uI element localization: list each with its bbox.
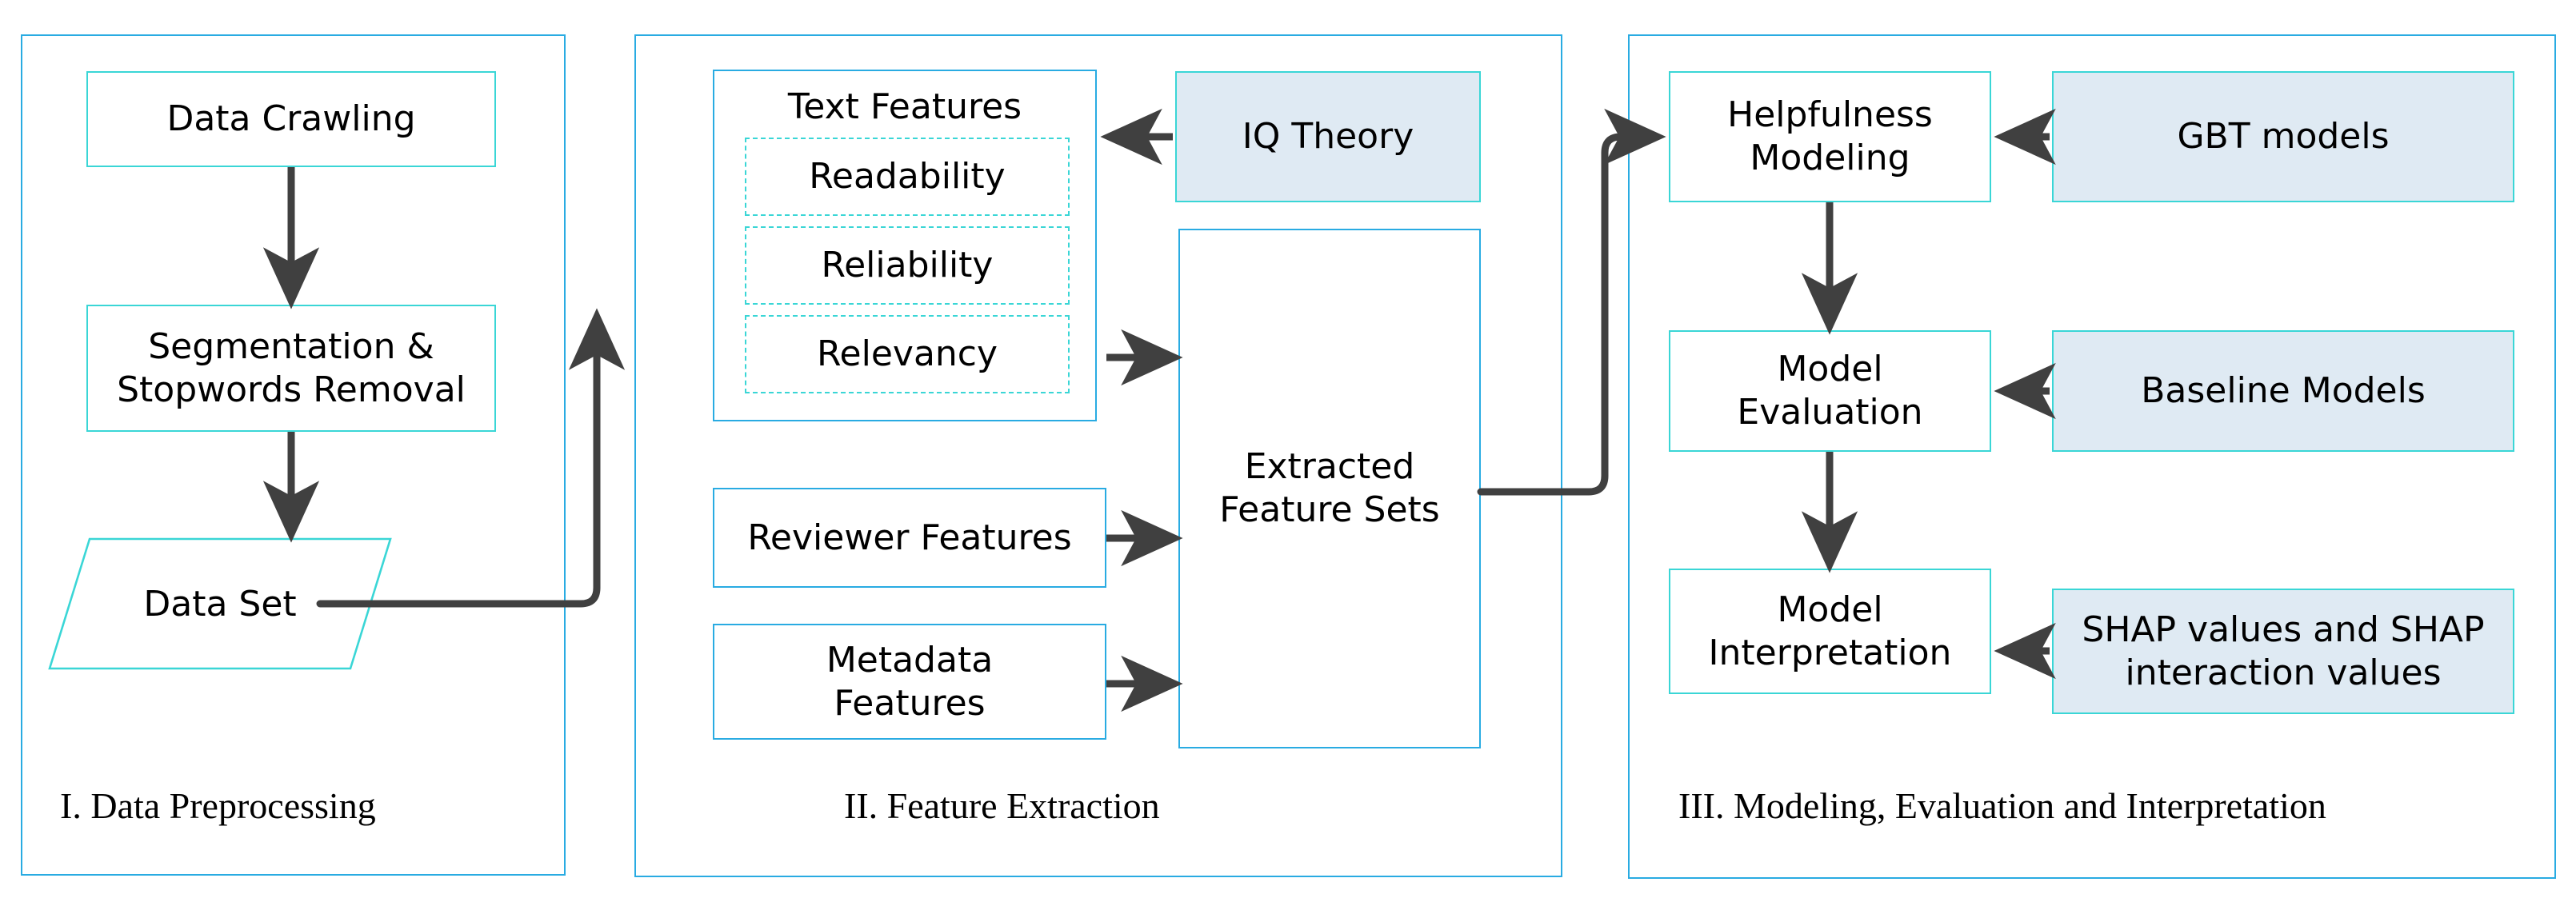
node-helpfulness-modeling[interactable]: Helpfulness Modeling bbox=[1669, 71, 1991, 202]
panel-2-label: II. Feature Extraction bbox=[844, 785, 1160, 826]
node-relevancy[interactable]: Relevancy bbox=[745, 315, 1070, 393]
node-data-crawling[interactable]: Data Crawling bbox=[86, 71, 496, 167]
panel-3-label: III. Modeling, Evaluation and Interpreta… bbox=[1678, 785, 2326, 826]
node-gbt-models[interactable]: GBT models bbox=[2052, 71, 2514, 202]
node-text-features-title: Text Features bbox=[787, 86, 1022, 127]
node-metadata-features[interactable]: Metadata Features bbox=[713, 624, 1106, 740]
node-data-set[interactable]: Data Set bbox=[48, 537, 392, 670]
node-reviewer-features[interactable]: Reviewer Features bbox=[713, 488, 1106, 588]
node-segmentation-stopwords-removal[interactable]: Segmentation & Stopwords Removal bbox=[86, 305, 496, 432]
node-extracted-feature-sets[interactable]: Extracted Feature Sets bbox=[1178, 229, 1481, 748]
node-iq-theory[interactable]: IQ Theory bbox=[1175, 71, 1481, 202]
node-reliability[interactable]: Reliability bbox=[745, 226, 1070, 305]
node-data-set-label: Data Set bbox=[143, 583, 297, 625]
node-readability[interactable]: Readability bbox=[745, 138, 1070, 216]
panel-1-label: I. Data Preprocessing bbox=[60, 785, 376, 826]
node-shap-values[interactable]: SHAP values and SHAP interaction values bbox=[2052, 589, 2514, 714]
node-text-features-group[interactable]: Text Features Readability Reliability Re… bbox=[713, 70, 1097, 421]
node-model-evaluation[interactable]: Model Evaluation bbox=[1669, 330, 1991, 452]
node-baseline-models[interactable]: Baseline Models bbox=[2052, 330, 2514, 452]
node-model-interpretation[interactable]: Model Interpretation bbox=[1669, 569, 1991, 694]
